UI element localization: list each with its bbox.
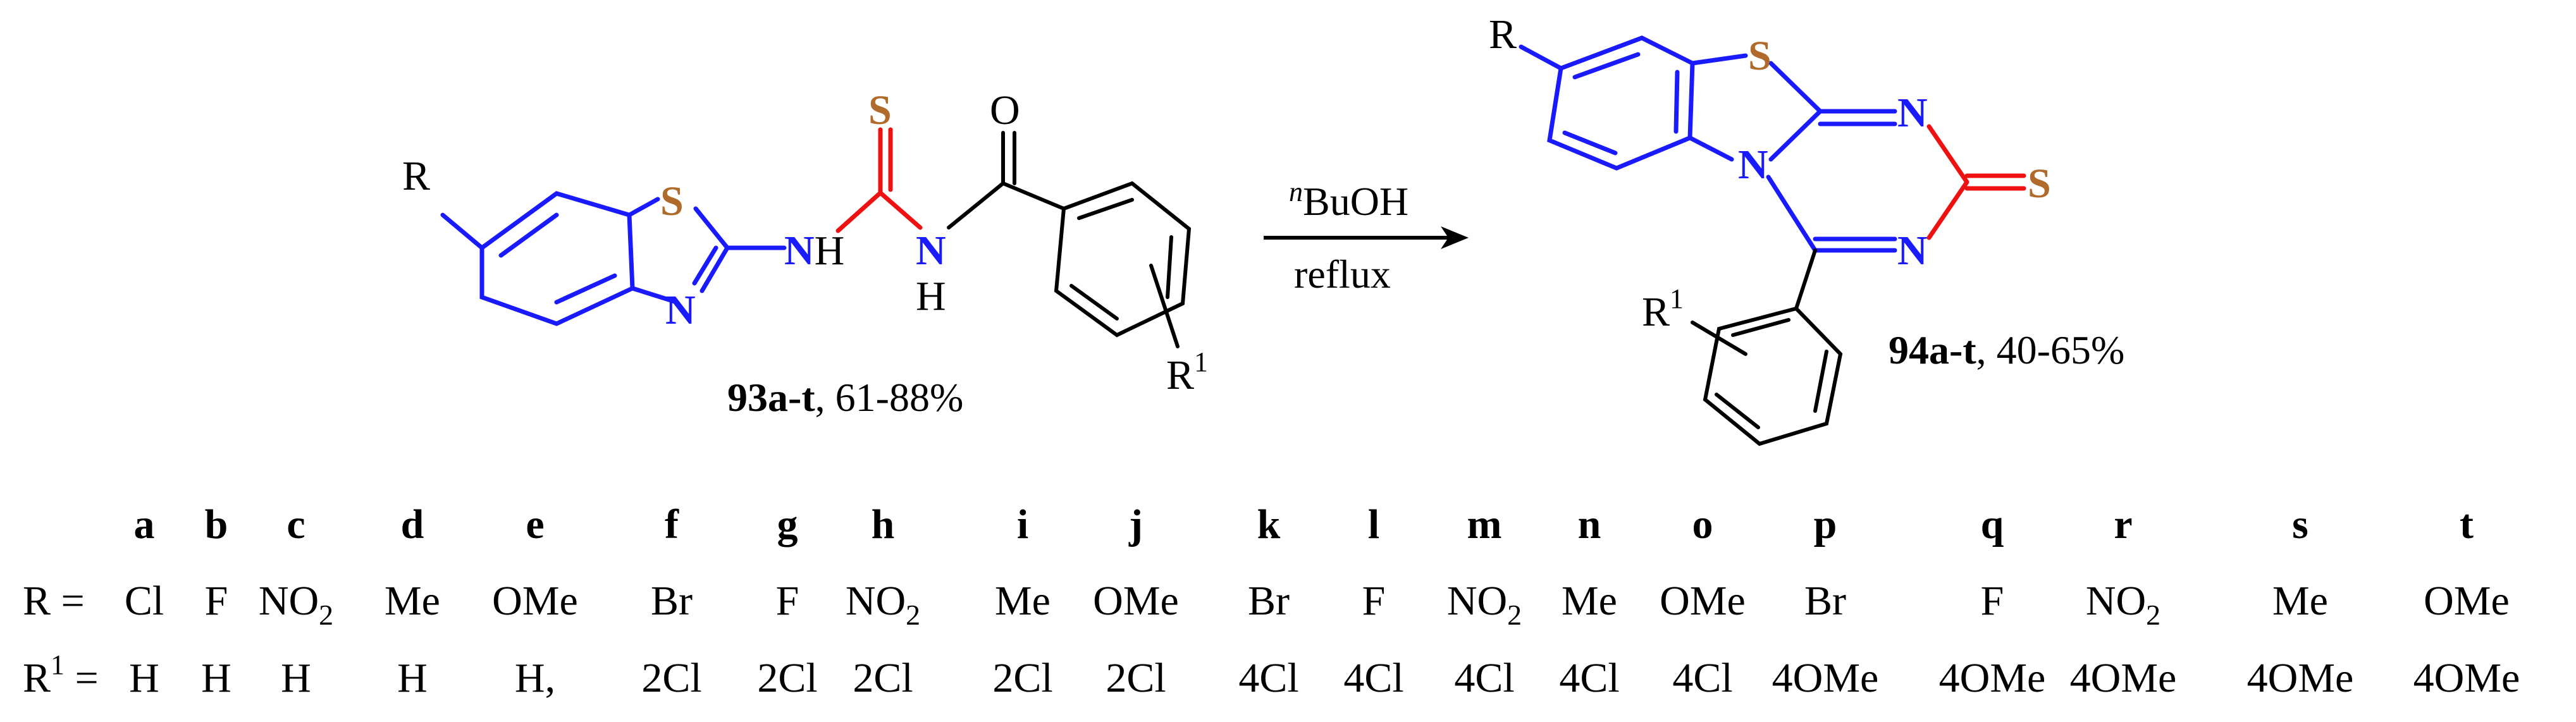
- reactant-h-amide: H: [916, 273, 946, 319]
- table-r1-value: 4Cl: [1559, 655, 1619, 701]
- product-r1-label: R1: [1642, 283, 1684, 335]
- product-n-bottom: N: [1897, 228, 1928, 274]
- table-r-value: NO2: [2086, 578, 2160, 631]
- table-r-value: Br: [651, 578, 693, 624]
- table-r1-value: H: [281, 655, 311, 701]
- reactant-s-ring: S: [660, 178, 684, 224]
- table-col-id: m: [1467, 501, 1502, 548]
- product-structure: R S N N N S R1 94a-t, 40-65%: [1489, 11, 2124, 446]
- table-col-id: b: [205, 501, 228, 548]
- table-col-id: a: [134, 501, 155, 548]
- table-r1-row-label: R1 =: [23, 649, 99, 701]
- reactant-r-label: R: [402, 153, 430, 199]
- table-r1-value: 4Cl: [1238, 655, 1298, 701]
- table-col-id: s: [2292, 501, 2308, 548]
- table-col-id: n: [1578, 501, 1601, 548]
- table-r1-value: 2Cl: [1106, 655, 1166, 701]
- product-n-bridge: N: [1738, 142, 1768, 188]
- table-r1-value: H: [201, 655, 231, 701]
- table-r-value: F: [205, 578, 228, 624]
- product-s-thione: S: [2028, 161, 2051, 207]
- table-r-value: Me: [995, 578, 1051, 624]
- table-r-value: NO2: [846, 578, 920, 631]
- substituent-table: R = R1 = aClHbFHcNO2HdMeHeOMeH,fBr2ClgF2…: [23, 501, 2520, 701]
- table-r1-value: 4OMe: [1939, 655, 2046, 701]
- product-caption: 94a-t, 40-65%: [1889, 327, 2124, 372]
- product-r-label: R: [1489, 11, 1517, 58]
- table-col-id: e: [526, 501, 544, 548]
- table-col-id: r: [2114, 501, 2132, 548]
- table-r1-value: 4OMe: [2247, 655, 2354, 701]
- table-col-id: t: [2460, 501, 2474, 548]
- reactant-benzoyl: [947, 131, 1192, 348]
- table-r-value: OMe: [1093, 578, 1179, 624]
- arrow-condition: reflux: [1294, 252, 1391, 297]
- arrow-reagent: nBuOH: [1289, 176, 1408, 224]
- reactant-n-amide: N: [916, 228, 946, 274]
- table-col-id: f: [665, 501, 679, 548]
- product-s-ring: S: [1748, 33, 1772, 79]
- reaction-arrow: nBuOH reflux: [1264, 176, 1469, 297]
- reactant-benzothiazole: [440, 191, 787, 326]
- table-r1-value: H: [129, 655, 159, 701]
- product-benzothiazole: [1519, 35, 1897, 253]
- table-r-value: Me: [385, 578, 440, 624]
- table-r-value: Br: [1248, 578, 1290, 624]
- table-r1-value: H: [397, 655, 428, 701]
- table-col-id: j: [1128, 501, 1143, 548]
- table-r1-value: 4Cl: [1454, 655, 1514, 701]
- table-r1-value: H,: [515, 655, 555, 701]
- table-r-value: F: [1362, 578, 1386, 624]
- table-r1-value: 2Cl: [992, 655, 1052, 701]
- table-col-id: c: [287, 501, 305, 548]
- table-col-id: k: [1257, 501, 1281, 548]
- table-r1-value: 2Cl: [853, 655, 913, 701]
- table-r-value: Me: [1562, 578, 1617, 624]
- table-r1-value: 4OMe: [1772, 655, 1879, 701]
- table-r1-value: 2Cl: [641, 655, 701, 701]
- product-n-top: N: [1897, 90, 1928, 136]
- table-r1-value: 2Cl: [757, 655, 817, 701]
- table-r-row-label: R =: [23, 578, 85, 624]
- table-col-id: p: [1814, 501, 1837, 548]
- table-r-value: F: [1981, 578, 2004, 624]
- reactant-s-thio: S: [868, 87, 892, 133]
- table-r-value: Cl: [125, 578, 164, 624]
- table-col-id: i: [1017, 501, 1028, 548]
- table-r-value: NO2: [1447, 578, 1522, 631]
- reactant-n-ring: N: [665, 287, 696, 333]
- table-r-value: OMe: [492, 578, 578, 624]
- table-r1-value: 4OMe: [2413, 655, 2520, 701]
- table-r-value: F: [776, 578, 799, 624]
- table-col-id: o: [1692, 501, 1713, 548]
- reactant-o: O: [990, 87, 1020, 133]
- reactant-caption: 93a-t, 61-88%: [727, 375, 963, 420]
- product-thione: [1926, 124, 2026, 240]
- table-col-id: l: [1368, 501, 1379, 548]
- table-col-id: h: [872, 501, 895, 548]
- reactant-r1-label: R1: [1166, 346, 1208, 398]
- table-r1-value: 4OMe: [2070, 655, 2177, 701]
- reactant-structure: R S N NH S N H O R1 93a-t,: [402, 87, 1208, 420]
- reactant-nh: NH: [784, 228, 844, 274]
- table-r1-value: 4Cl: [1343, 655, 1403, 701]
- table-r-value: OMe: [2424, 578, 2510, 624]
- table-r-value: Br: [1804, 578, 1846, 624]
- table-r-value: NO2: [259, 578, 333, 631]
- reactant-thiourea: [835, 127, 923, 233]
- table-col-id: d: [401, 501, 424, 548]
- product-phenyl: [1691, 248, 1843, 446]
- table-col-id: q: [1981, 501, 2004, 548]
- table-r-value: Me: [2272, 578, 2328, 624]
- table-r-value: OMe: [1660, 578, 1746, 624]
- table-r1-value: 4Cl: [1672, 655, 1732, 701]
- table-col-id: g: [777, 501, 798, 548]
